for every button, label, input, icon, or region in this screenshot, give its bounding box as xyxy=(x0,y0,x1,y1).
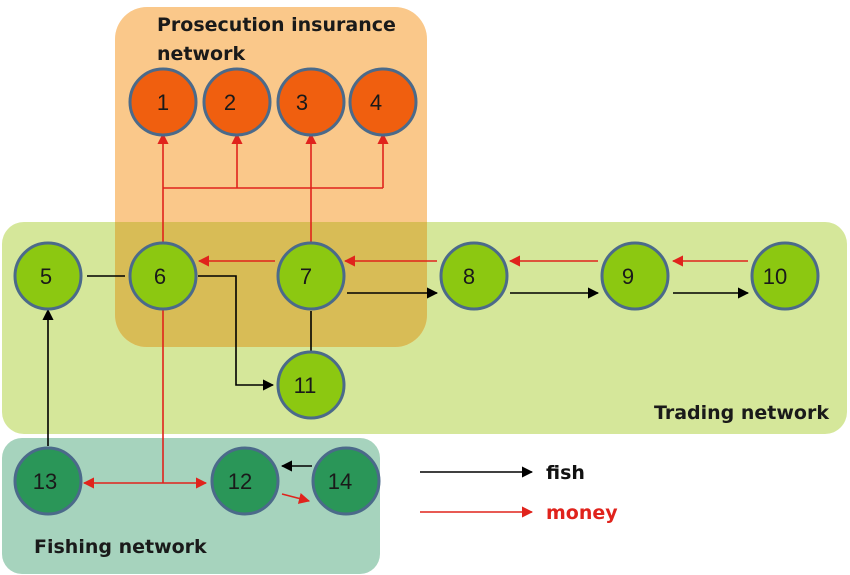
node-3-label: 3 xyxy=(296,90,308,115)
node-9-label: 9 xyxy=(622,264,634,289)
legend: fish money xyxy=(420,462,618,524)
node-11: 11 xyxy=(276,350,346,420)
node-7-label: 7 xyxy=(300,264,312,289)
node-10-label: 10 xyxy=(763,264,787,289)
legend-fish-label: fish xyxy=(546,462,585,484)
node-1: 1 xyxy=(128,67,198,137)
node-11-label: 11 xyxy=(294,373,317,398)
node-12: 12 xyxy=(210,446,280,516)
fishing-network-region xyxy=(2,438,380,574)
node-13: 13 xyxy=(13,446,83,516)
legend-money-label: money xyxy=(546,502,618,524)
node-5: 5 xyxy=(13,241,83,311)
money-flow-12-to-14 xyxy=(281,493,311,504)
insurance-region-label: Prosecution insurance xyxy=(157,14,396,36)
region-overlap xyxy=(115,222,427,347)
fish-flow-6-to-11 xyxy=(198,275,275,391)
node-2: 2 xyxy=(202,67,272,137)
node-3: 3 xyxy=(276,67,346,137)
trading-region-label: Trading network xyxy=(654,402,829,424)
node-4-label: 4 xyxy=(370,90,382,115)
node-8: 8 xyxy=(439,241,509,311)
insurance-region-label-line2: network xyxy=(157,43,245,65)
node-10: 10 xyxy=(750,241,820,311)
node-6: 6 xyxy=(128,241,198,311)
node-12-label: 12 xyxy=(228,469,252,494)
node-1-label: 1 xyxy=(157,90,169,115)
node-7: 7 xyxy=(276,241,346,311)
node-5-label: 5 xyxy=(40,264,52,289)
node-2-label: 2 xyxy=(224,90,236,115)
node-6-label: 6 xyxy=(154,264,166,289)
node-14-label: 14 xyxy=(328,469,352,494)
node-9: 9 xyxy=(600,241,670,311)
fishing-region-label: Fishing network xyxy=(34,536,207,558)
node-14: 14 xyxy=(311,446,381,516)
node-8-label: 8 xyxy=(463,264,475,289)
node-13-label: 13 xyxy=(33,469,57,494)
node-4: 4 xyxy=(348,67,418,137)
